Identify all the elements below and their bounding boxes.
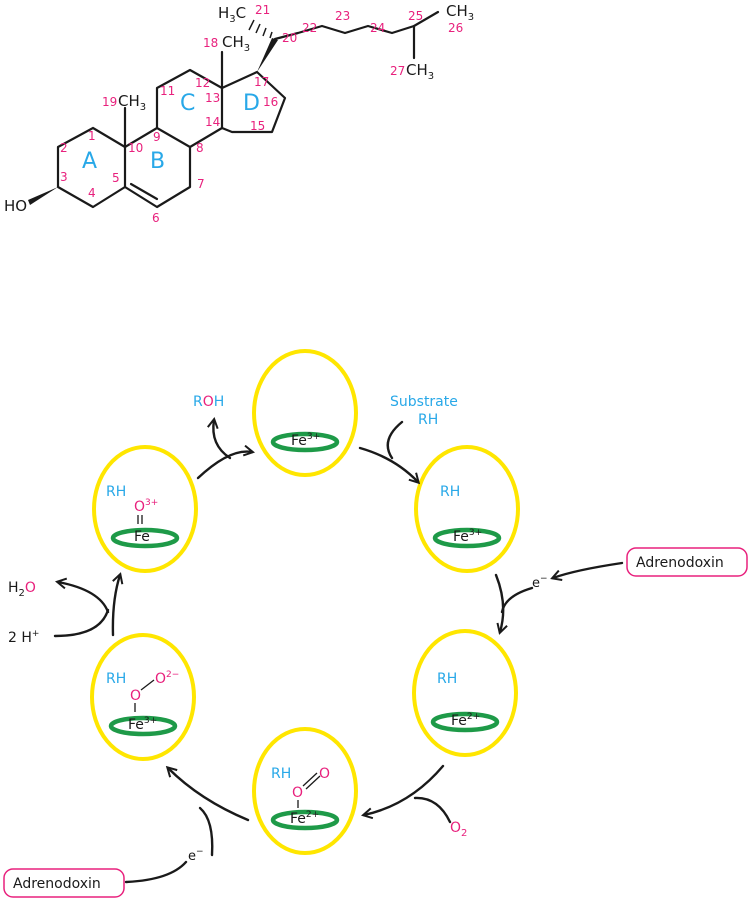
distal-oxygen-label: O	[319, 766, 330, 782]
carbon-number-21: 21	[255, 3, 270, 17]
water-label: H2O	[8, 580, 36, 599]
state-ellipse	[414, 631, 516, 755]
iron-label: Fe3+	[453, 528, 482, 545]
c21-methyl-label: H3C	[218, 4, 246, 25]
carbon-number-12: 12	[195, 76, 210, 90]
substrate-rh-label: RH	[106, 484, 126, 500]
carbon-number-8: 8	[196, 141, 204, 155]
iron-label: Fe2+	[451, 712, 480, 729]
c5-c6-double-bond	[131, 184, 157, 199]
carbon-number-2: 2	[60, 141, 68, 155]
cycle-state-substrate-bound: RH Fe3+	[416, 447, 518, 571]
carbon-number-15: 15	[250, 119, 265, 133]
proximal-oxygen-label: O	[130, 688, 141, 704]
carbon-number-27: 27	[390, 64, 405, 78]
carbon-number-7: 7	[197, 177, 205, 191]
state-ellipse	[254, 729, 356, 853]
cycle-state-reduced: RH Fe2+	[414, 631, 516, 755]
adrenodoxin-right-label: Adrenodoxin	[636, 555, 724, 571]
substrate-rh-label: RH	[437, 671, 457, 687]
ring-label-d: D	[243, 91, 260, 116]
carbon-number-6: 6	[152, 211, 160, 225]
oo-double-bond	[303, 773, 317, 786]
substrate-rh-label: RH	[106, 671, 126, 687]
carbon-number-9: 9	[153, 130, 161, 144]
iron-label: Fe2+	[290, 810, 319, 827]
arrow-water-release	[58, 582, 108, 612]
arrow-product-release	[213, 420, 230, 458]
proximal-oxygen-label: O	[292, 785, 303, 801]
iron-label: Fe3+	[128, 716, 157, 733]
carbon-number-1: 1	[88, 129, 96, 143]
ring-label-a: A	[82, 149, 97, 174]
ferryl-oxygen-label: O3+	[134, 498, 158, 515]
state-ellipse	[92, 635, 194, 759]
cholesterol-structure: A B C D 1 2 3 4 5 6 7 8 9 10 11 12 13 14…	[4, 2, 474, 225]
carbon-number-3: 3	[60, 170, 68, 184]
carbon-number-19: 19	[102, 95, 117, 109]
arrow-substrate-entry	[388, 422, 402, 458]
oo-double-bond-2	[306, 776, 320, 789]
carbon-number-14: 14	[205, 115, 220, 129]
arrow-oxygen-binding	[364, 766, 443, 815]
cycle-state-peroxo: RH O O2− Fe3+	[92, 635, 194, 759]
arrow-electron-left	[126, 862, 186, 882]
carbon-number-17: 17	[254, 75, 269, 89]
carbon-number-18: 18	[203, 36, 218, 50]
carbon-number-23: 23	[335, 9, 350, 23]
arrow-protonation	[113, 575, 120, 635]
carbon-number-24: 24	[370, 21, 385, 35]
c18-methyl-label: CH3	[222, 33, 250, 54]
carbon-number-11: 11	[160, 84, 175, 98]
oo-bond	[141, 680, 154, 690]
cycle-state-oxy: RH O O Fe2+	[254, 729, 356, 853]
cycle-state-ferryl: RH O3+ Fe	[94, 447, 196, 571]
c26-methyl-label: CH3	[446, 2, 474, 23]
state-ellipse	[416, 447, 518, 571]
electron-left-label: e−	[188, 847, 204, 864]
substrate-rh-label: RH	[418, 412, 438, 428]
carbon-number-16: 16	[263, 95, 278, 109]
carbon-number-22: 22	[302, 21, 317, 35]
carbon-number-20: 20	[282, 31, 297, 45]
state-ellipse	[254, 351, 356, 475]
iron-label: Fe3+	[291, 432, 320, 449]
carbon-number-4: 4	[88, 186, 96, 200]
carbon-number-26: 26	[448, 21, 463, 35]
product-label: ROH	[193, 394, 224, 410]
ring-label-c: C	[180, 91, 195, 116]
oxygen-label: O2	[450, 820, 467, 839]
carbon-number-5: 5	[112, 171, 120, 185]
c21-hashed-bond	[249, 20, 272, 38]
distal-oxygen-label: O2−	[155, 670, 179, 687]
substrate-label: Substrate	[390, 394, 458, 410]
cycle-state-resting: Fe3+	[254, 351, 356, 475]
arrow-oxygen-entry	[415, 798, 450, 822]
adrenodoxin-left-label: Adrenodoxin	[13, 876, 101, 892]
p450-catalytic-cycle: Fe3+ RH Fe3+ RH Fe2+ RH O O Fe2+	[4, 351, 747, 897]
ring-label-b: B	[150, 149, 165, 174]
c3-hydroxyl-label: HO	[4, 197, 27, 215]
arrow-electron-right	[553, 563, 622, 578]
carbon-number-13: 13	[205, 91, 220, 105]
arrow-proton-entry	[55, 610, 108, 636]
arrow-second-reduction	[168, 768, 248, 820]
electron-right-label: e−	[532, 574, 548, 591]
arrow-electron-right-curl	[502, 588, 532, 612]
c27-methyl-label: CH3	[406, 61, 434, 82]
substrate-rh-label: RH	[271, 766, 291, 782]
carbon-number-25: 25	[408, 9, 423, 23]
carbon-number-10: 10	[128, 141, 143, 155]
substrate-rh-label: RH	[440, 484, 460, 500]
protons-label: 2 H+	[8, 629, 39, 646]
arrow-first-reduction	[496, 575, 503, 632]
iron-label: Fe	[134, 529, 150, 545]
c19-methyl-label: CH3	[118, 92, 146, 113]
c17-sidechain-wedge	[257, 38, 278, 72]
c3-hydroxyl-wedge	[28, 187, 58, 205]
